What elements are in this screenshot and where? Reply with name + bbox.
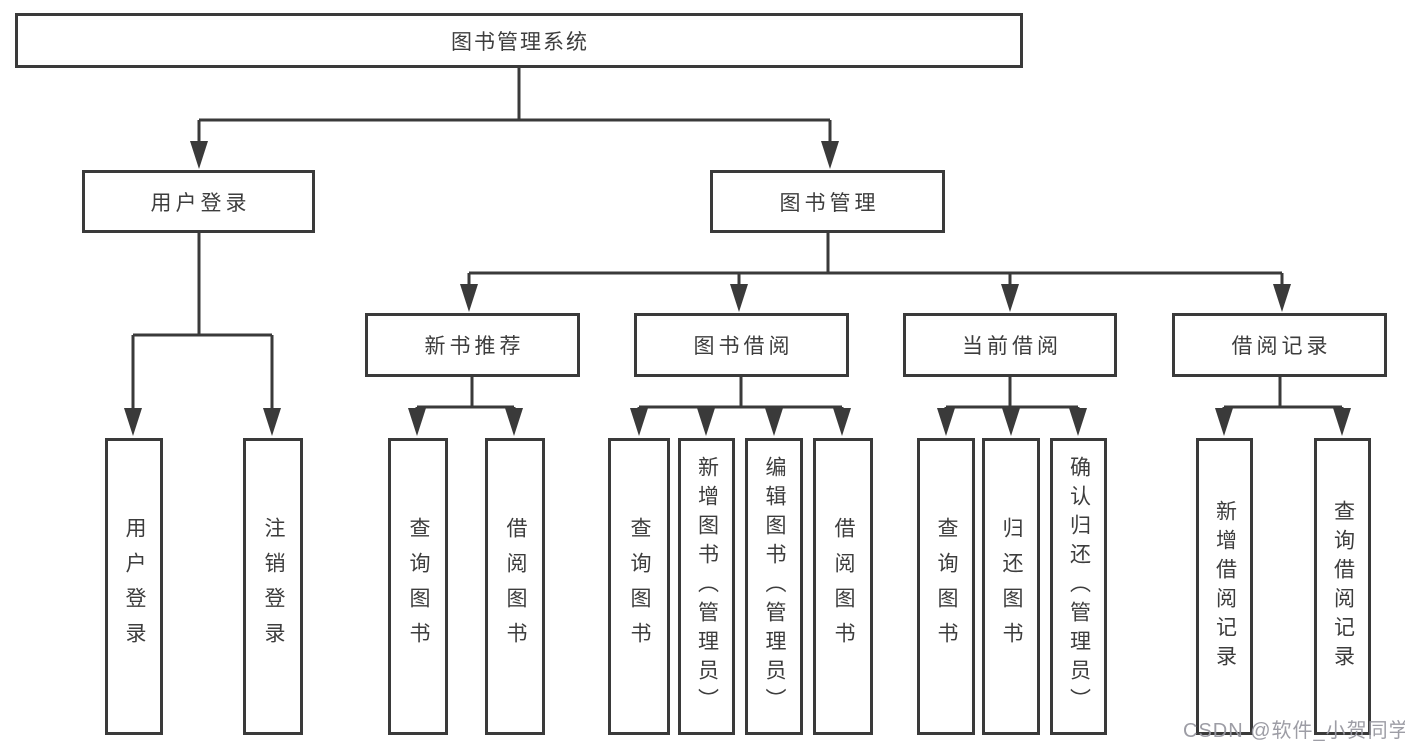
node-label: 编辑图书（管理员） xyxy=(763,456,786,717)
arrowhead xyxy=(1215,408,1233,436)
node-new-book-recommend: 新书推荐 xyxy=(365,313,580,377)
node-label: 注销登录 xyxy=(262,516,285,657)
node-label: 当前借阅 xyxy=(962,335,1062,358)
node-label: 图书借阅 xyxy=(693,335,794,358)
connector-book-borrow-children xyxy=(637,377,844,412)
node-current-borrowing: 当前借阅 xyxy=(903,313,1117,377)
node-book-management: 图书管理 xyxy=(710,170,945,233)
node-label: 用户登录 xyxy=(150,191,251,215)
node-book-borrowing: 图书借阅 xyxy=(634,313,849,377)
connector-user-login-children xyxy=(131,233,274,412)
arrowhead xyxy=(460,284,478,312)
node-label: 新书推荐 xyxy=(424,335,525,358)
arrowhead xyxy=(190,141,208,169)
arrowhead xyxy=(505,408,523,436)
node-user-login: 用户登录 xyxy=(82,170,315,233)
leaf-borrow-books-1: 借阅图书 xyxy=(485,438,545,735)
watermark: CSDN @软件_小贺同学 xyxy=(1183,720,1405,742)
connector-lines xyxy=(131,68,1344,412)
arrowhead xyxy=(630,408,648,436)
node-label: 查询图书 xyxy=(935,516,958,657)
leaf-edit-book-admin: 编辑图书（管理员） xyxy=(745,438,803,735)
arrowhead xyxy=(1273,284,1291,312)
node-label: 归还图书 xyxy=(1000,516,1023,657)
leaf-borrow-books-2: 借阅图书 xyxy=(813,438,873,735)
node-label: 图书管理 xyxy=(779,191,880,215)
node-library-management-system: 图书管理系统 xyxy=(15,13,1023,68)
node-label: 查询图书 xyxy=(407,516,430,657)
arrowhead xyxy=(833,408,851,436)
leaf-query-books-3: 查询图书 xyxy=(917,438,975,735)
leaf-add-book-admin: 新增图书（管理员） xyxy=(678,438,735,735)
node-label: 查询借阅记录 xyxy=(1331,499,1355,674)
arrowhead xyxy=(1002,408,1020,436)
connector-book-management-children xyxy=(467,233,1284,287)
connector-current-borrow-children xyxy=(944,377,1080,412)
leaf-user-login: 用户登录 xyxy=(105,438,163,735)
leaf-confirm-return-admin: 确认归还（管理员） xyxy=(1050,438,1107,735)
node-label: 确认归还（管理员） xyxy=(1067,456,1091,717)
node-borrowing-records: 借阅记录 xyxy=(1172,313,1387,377)
arrowhead xyxy=(821,141,839,169)
arrowhead xyxy=(263,408,281,436)
leaf-query-books-1: 查询图书 xyxy=(388,438,448,735)
connector-borrow-records-children xyxy=(1222,377,1344,412)
leaf-return-book: 归还图书 xyxy=(982,438,1040,735)
arrowhead xyxy=(730,284,748,312)
leaf-query-borrow-record: 查询借阅记录 xyxy=(1314,438,1371,735)
leaf-query-books-2: 查询图书 xyxy=(608,438,670,735)
leaf-logout: 注销登录 xyxy=(243,438,303,735)
arrowhead xyxy=(1001,284,1019,312)
arrowheads xyxy=(124,141,1351,436)
node-label: 借阅图书 xyxy=(504,516,527,657)
node-label: 新增图书（管理员） xyxy=(695,456,719,717)
node-label: 用户登录 xyxy=(123,516,146,657)
arrowhead xyxy=(765,408,783,436)
arrowhead xyxy=(697,408,715,436)
arrowhead xyxy=(1333,408,1351,436)
node-label: 查询图书 xyxy=(628,516,651,657)
node-label: 借阅图书 xyxy=(832,516,855,657)
node-label: 新增借阅记录 xyxy=(1213,499,1237,674)
leaf-add-borrow-record: 新增借阅记录 xyxy=(1196,438,1253,735)
arrowhead xyxy=(124,408,142,436)
arrowhead xyxy=(408,408,426,436)
arrowhead xyxy=(937,408,955,436)
node-label: 借阅记录 xyxy=(1231,335,1332,358)
connector-new-book-children xyxy=(415,377,516,412)
node-label: 图书管理系统 xyxy=(451,30,589,54)
connector-root-to-level2 xyxy=(197,68,832,142)
arrowhead xyxy=(1069,408,1087,436)
